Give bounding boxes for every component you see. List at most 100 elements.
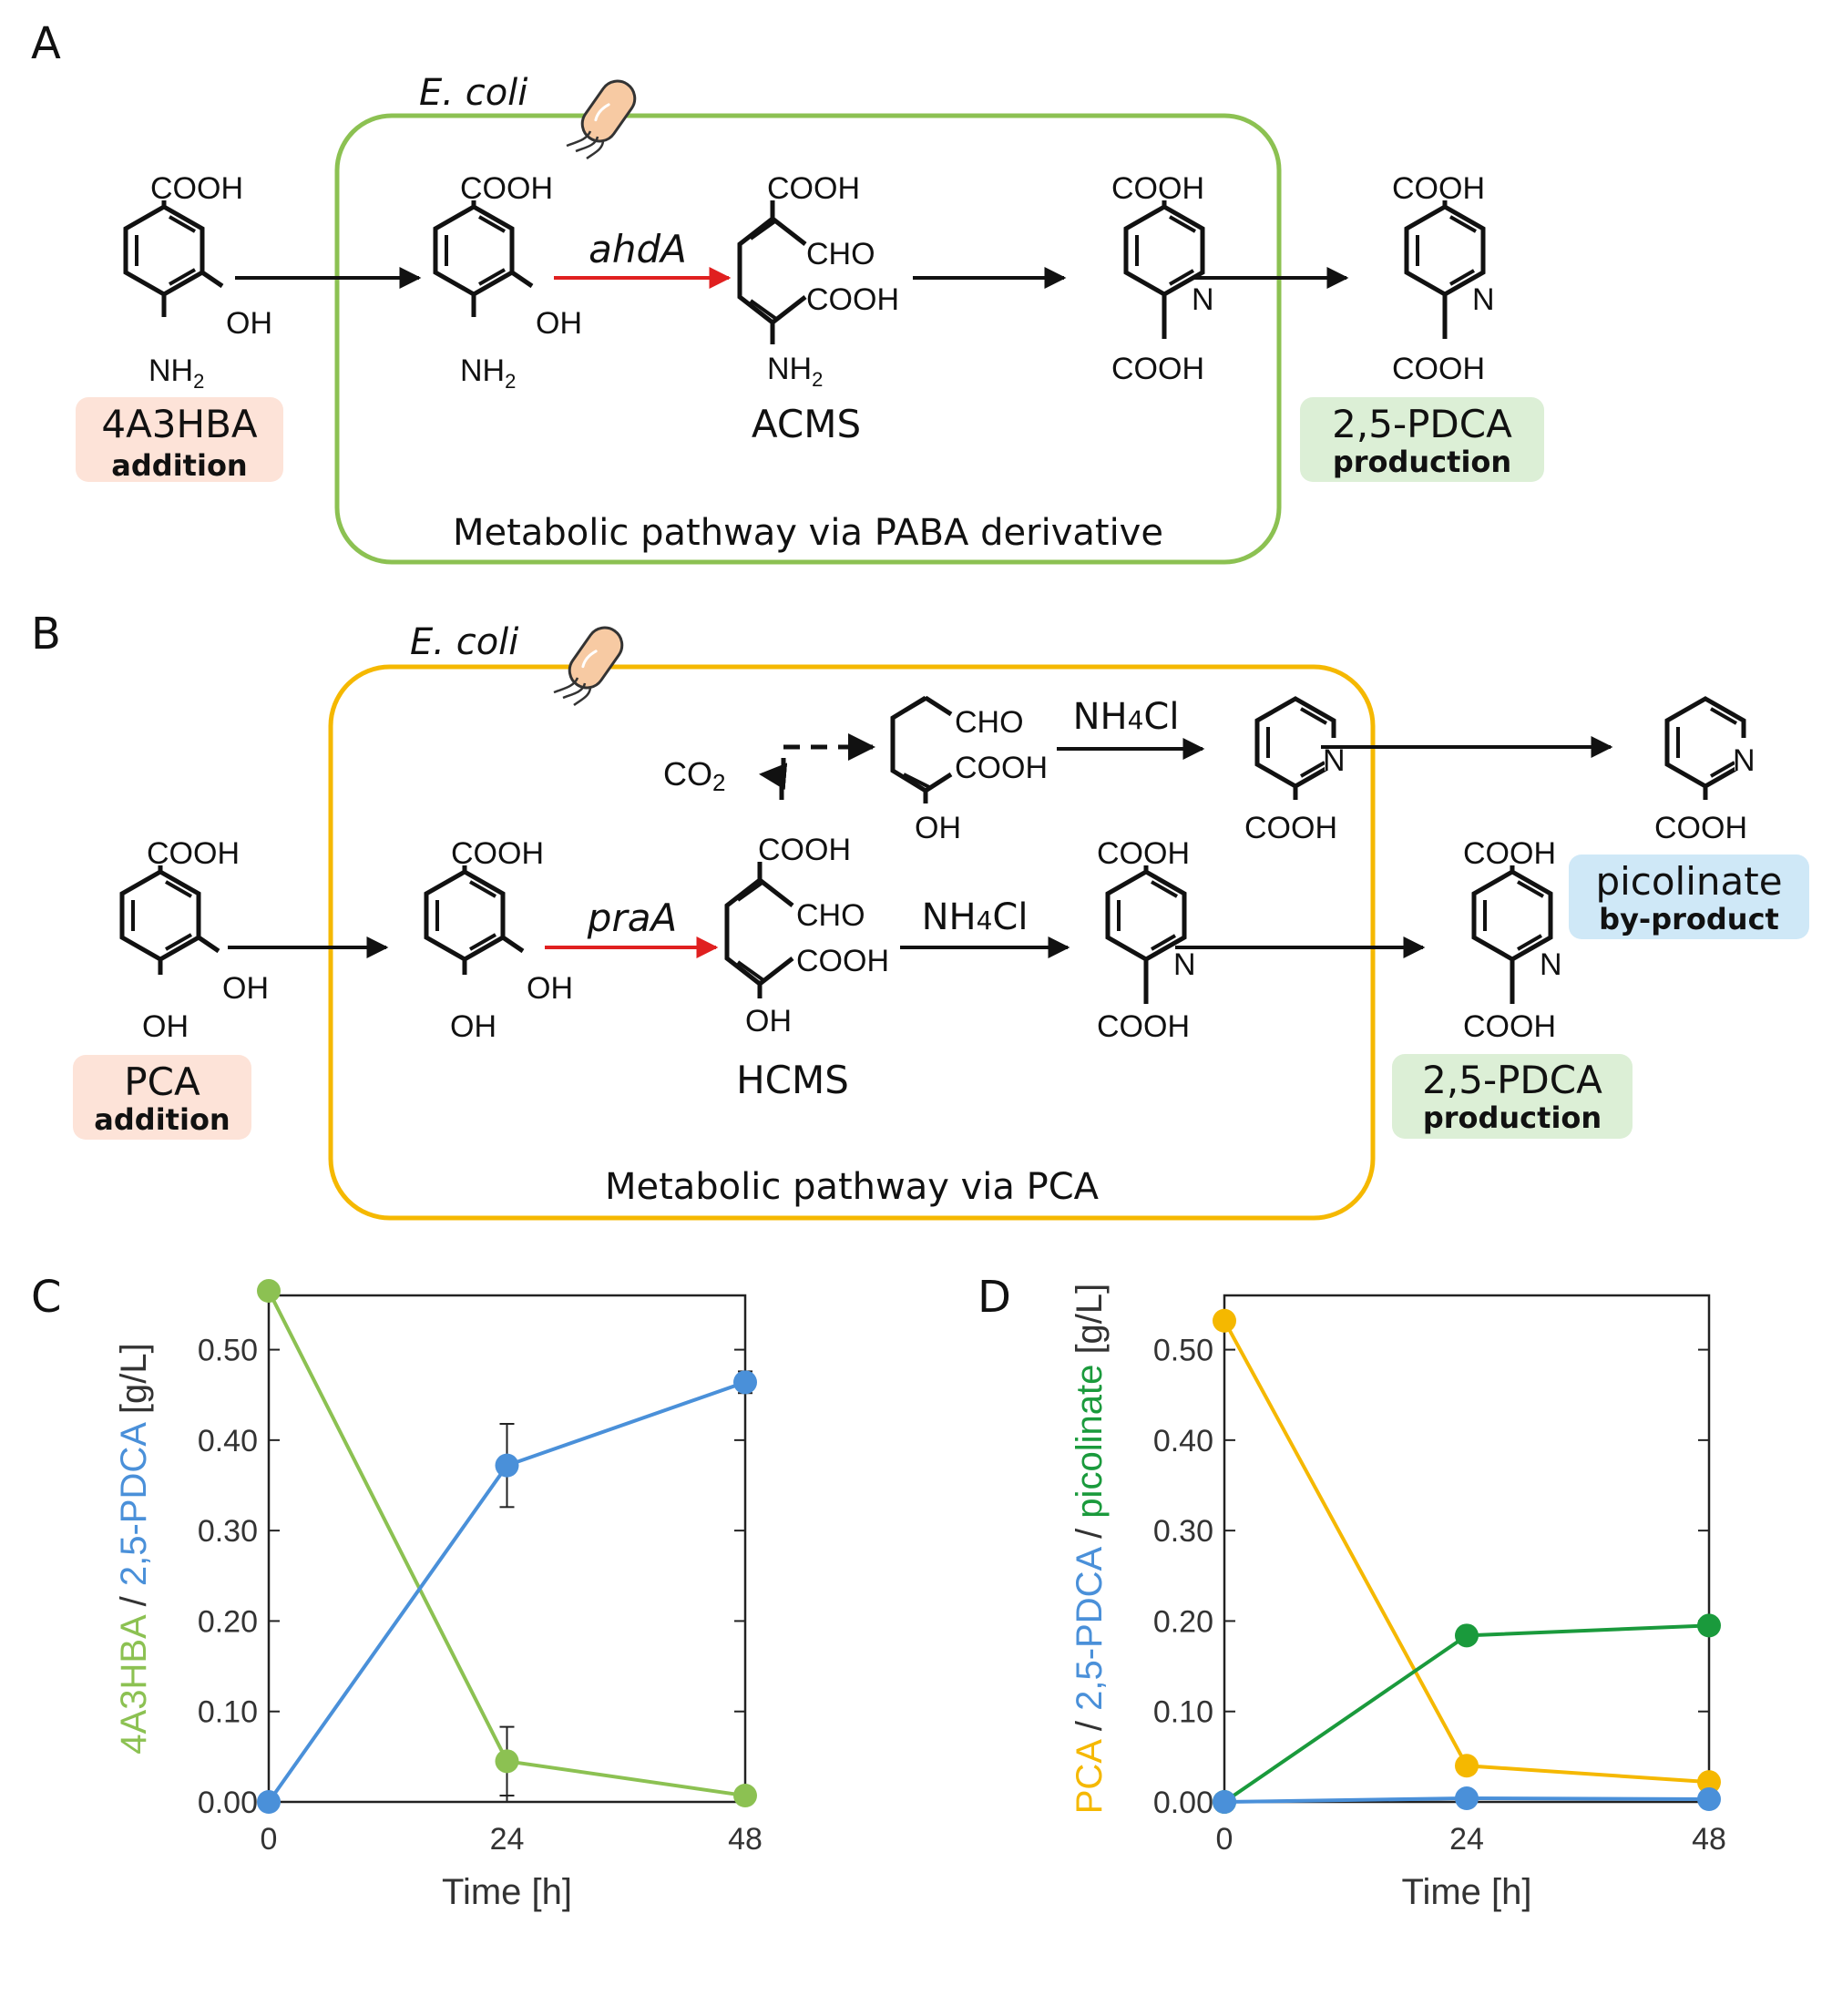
byproduct-name: picolinate	[1595, 859, 1782, 904]
group-cooh: COOH	[1111, 352, 1204, 386]
group-n: N	[1733, 743, 1755, 778]
group-cooh: COOH	[955, 751, 1048, 785]
y-axis-label-part: /	[1070, 1711, 1110, 1741]
data-point	[495, 1453, 519, 1478]
byproduct-tag-text: by-product	[1599, 902, 1779, 936]
substrate-tag-text-b: addition	[94, 1102, 230, 1137]
group-oh: OH	[915, 811, 961, 845]
group-oh: OH	[226, 306, 272, 341]
data-point	[1697, 1787, 1721, 1812]
reagent-label-upper: NH4Cl	[1073, 696, 1180, 738]
x-tick-label: 48	[728, 1822, 763, 1857]
substrate-name-a: 4A3HBA	[101, 402, 258, 446]
substrate-tag-text-a: addition	[111, 448, 247, 483]
data-point	[1455, 1623, 1479, 1648]
group-cho: CHO	[806, 237, 875, 271]
group-cooh: COOH	[1097, 836, 1190, 871]
series-line	[267, 1290, 746, 1798]
group-nh2: NH2	[148, 353, 204, 393]
molecule-pdca-product: N COOH COOH	[1392, 171, 1498, 386]
plot-frame	[1223, 1294, 1711, 1804]
y-tick-label: 0.00	[198, 1786, 258, 1820]
product-name-a: 2,5-PDCA	[1332, 402, 1512, 446]
data-point	[733, 1784, 757, 1808]
data-point	[1213, 1308, 1236, 1333]
group-cooh: COOH	[1463, 836, 1556, 871]
substrate-tag-b	[73, 1055, 251, 1140]
group-oh: OH	[536, 306, 582, 341]
bacterium-icon	[552, 619, 630, 707]
y-axis-label-part: /	[114, 1586, 154, 1616]
molecule-pca-intracellular: COOH OH OH	[424, 836, 573, 1044]
y-axis-label-part: PCA	[1070, 1739, 1110, 1815]
x-tick-label: 0	[261, 1822, 278, 1857]
intermediate-label-a: ACMS	[752, 402, 861, 446]
group-oh: OH	[142, 1009, 189, 1044]
molecule-pdca-intracellular: N COOH COOH	[1111, 171, 1217, 386]
y-axis-label: 4A3HBA / 2,5-PDCA [g/L]	[114, 1343, 154, 1754]
group-cooh: COOH	[147, 836, 240, 871]
y-tick-label: 0.00	[1153, 1786, 1213, 1820]
group-cho: CHO	[955, 705, 1024, 740]
organism-label-a: E. coli	[419, 72, 527, 114]
product-tag-text-b: production	[1423, 1100, 1602, 1135]
data-point	[1697, 1613, 1721, 1638]
y-tick-label: 0.30	[198, 1514, 258, 1549]
dashed-arrow-branch	[779, 733, 875, 800]
group-oh: OH	[450, 1009, 496, 1044]
group-cooh: COOH	[796, 944, 889, 978]
panel-letter-c: C	[31, 1272, 62, 1323]
data-point	[257, 1279, 281, 1304]
x-tick-label: 48	[1692, 1822, 1726, 1857]
group-cooh: COOH	[1244, 811, 1337, 845]
x-tick-label: 24	[1449, 1822, 1484, 1857]
group-cooh: COOH	[806, 282, 899, 317]
reagent-label-lower: NH4Cl	[922, 896, 1029, 938]
enzyme-label-a: ahdA	[589, 227, 687, 271]
organism-label-b: E. coli	[410, 621, 518, 663]
molecule-pdca-product-b: N COOH COOH	[1463, 836, 1565, 1044]
y-tick-label: 0.50	[198, 1334, 258, 1368]
group-cooh: COOH	[1392, 171, 1485, 206]
pathway-box-b	[328, 664, 1376, 1221]
pathway-box-a	[334, 113, 1282, 565]
product-name-b: 2,5-PDCA	[1422, 1058, 1602, 1102]
group-nh2: NH2	[460, 353, 516, 393]
enzyme-label-b: praA	[587, 895, 677, 940]
y-axis-label-part: [g/L]	[114, 1343, 154, 1424]
group-cooh: COOH	[767, 171, 860, 206]
group-cooh: COOH	[1111, 171, 1204, 206]
series-line	[1223, 1319, 1710, 1785]
molecule-4a3hba-intracellular: COOH OH NH2	[433, 171, 582, 393]
y-tick-label: 0.50	[1153, 1334, 1213, 1368]
dashed-arrow-co2	[759, 762, 788, 791]
y-tick-label: 0.20	[198, 1604, 258, 1639]
product-tag-text-a: production	[1333, 445, 1511, 479]
data-point	[1213, 1790, 1236, 1814]
x-tick-label: 0	[1216, 1822, 1233, 1857]
group-cooh: COOH	[150, 171, 243, 206]
x-tick-label: 24	[490, 1822, 525, 1857]
y-tick-label: 0.30	[1153, 1514, 1213, 1549]
molecule-pca: COOH OH OH	[119, 836, 269, 1044]
y-axis-label-part: 2,5-PDCA	[1070, 1547, 1110, 1711]
panel-letter-b: B	[31, 609, 61, 660]
molecule-picolinate-intracellular: N COOH	[1244, 696, 1348, 845]
pathway-label-a: Metabolic pathway via PABA derivative	[453, 512, 1163, 554]
molecule-hcms: COOH CHO COOH OH	[724, 833, 889, 1039]
molecule-picolinate-product: N COOH	[1654, 696, 1758, 845]
group-cooh: COOH	[1654, 811, 1747, 845]
data-point	[495, 1749, 519, 1774]
molecule-pdca-intracellular-b: N COOH COOH	[1097, 836, 1199, 1044]
data-point	[1455, 1786, 1479, 1811]
group-oh: OH	[222, 971, 269, 1006]
group-n: N	[1192, 282, 1214, 317]
group-nh2: NH2	[767, 352, 823, 391]
y-axis-label-part: [g/L]	[1070, 1284, 1110, 1365]
group-cho: CHO	[796, 898, 865, 933]
molecule-acms: COOH CHO COOH NH2	[737, 171, 899, 391]
y-axis-label-part: 4A3HBA	[114, 1614, 154, 1755]
